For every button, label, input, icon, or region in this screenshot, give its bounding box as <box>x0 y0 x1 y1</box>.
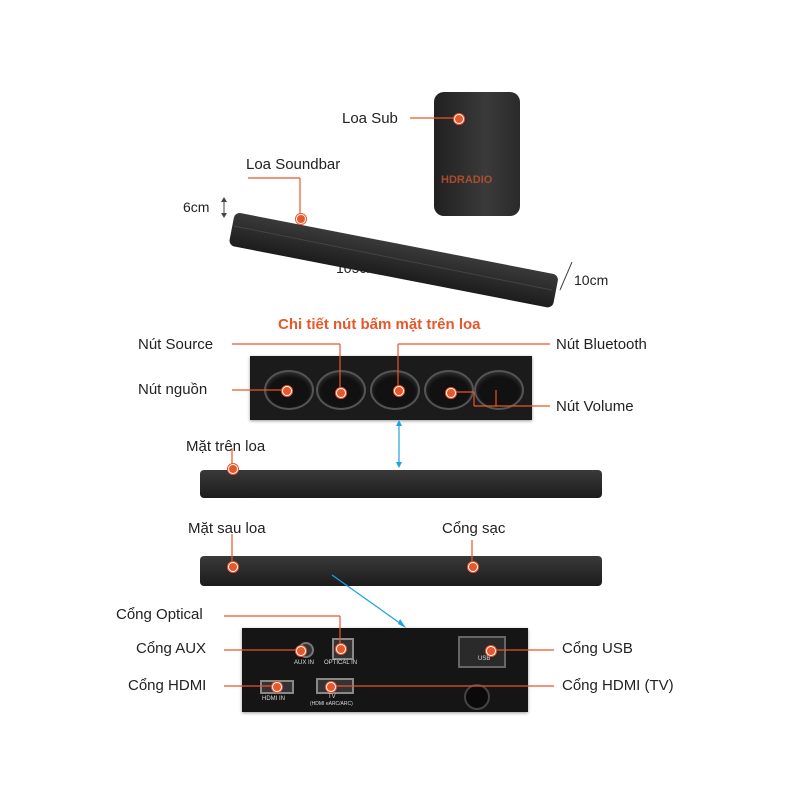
volume-down-button <box>424 370 474 410</box>
section-title: Chi tiết nút bấm mặt trên loa <box>278 316 481 333</box>
volume-up-button <box>474 370 524 410</box>
callout-dot-top-face <box>228 464 238 474</box>
label-back-face: Mặt sau loa <box>188 520 266 537</box>
mount-hole <box>464 684 490 710</box>
tv-label: TV <box>328 694 336 700</box>
soundbar-back-face <box>200 556 602 586</box>
label-hdmi-tv: Cổng HDMI (TV) <box>562 677 674 694</box>
usb-port <box>458 636 506 668</box>
label-bluetooth: Nút Bluetooth <box>556 336 647 353</box>
label-hdmi: Cổng HDMI <box>128 677 207 694</box>
label-source: Nút Source <box>138 336 214 353</box>
callout-dot-source <box>336 388 346 398</box>
soundbar-top-face <box>200 470 602 498</box>
label-usb: Cổng USB <box>562 640 633 657</box>
callout-dot-charge <box>468 562 478 572</box>
callout-dot-volume <box>446 388 456 398</box>
label-volume: Nút Volume <box>556 398 634 415</box>
callout-dot-optical <box>336 644 346 654</box>
label-sub: Loa Sub <box>342 110 398 127</box>
optical-in-label: OPTICAL IN <box>324 660 358 666</box>
callout-dot-usb <box>486 646 496 656</box>
label-charge-port: Cổng sạc <box>442 520 506 537</box>
callout-dot-bluetooth <box>394 386 404 396</box>
aux-in-label: AUX IN <box>294 660 315 666</box>
hdmi-in-label: HDMI IN <box>262 696 285 702</box>
subwoofer-image <box>434 92 520 216</box>
label-soundbar: Loa Soundbar <box>246 156 341 173</box>
label-power: Nút nguồn <box>138 381 208 398</box>
label-height: 6cm <box>183 199 210 215</box>
callout-dot-back-face <box>228 562 238 572</box>
callout-dot-hdmi <box>272 682 282 692</box>
tv-sub-label: (HDMI eARC/ARC) <box>310 701 353 707</box>
label-optical: Cổng Optical <box>116 606 203 623</box>
usb-label: USB <box>478 656 491 662</box>
label-aux: Cổng AUX <box>136 640 207 657</box>
label-top-face: Mặt trên loa <box>186 438 266 455</box>
callout-dot-aux <box>296 646 306 656</box>
callout-dot-sub <box>454 114 464 124</box>
watermark-logo: HDRADIO <box>441 174 493 186</box>
label-width: 105cm <box>336 260 379 276</box>
callout-dot-power <box>282 386 292 396</box>
label-depth: 10cm <box>574 272 609 288</box>
callout-dot-hdmi-tv <box>326 682 336 692</box>
callout-dot-soundbar <box>296 214 306 224</box>
